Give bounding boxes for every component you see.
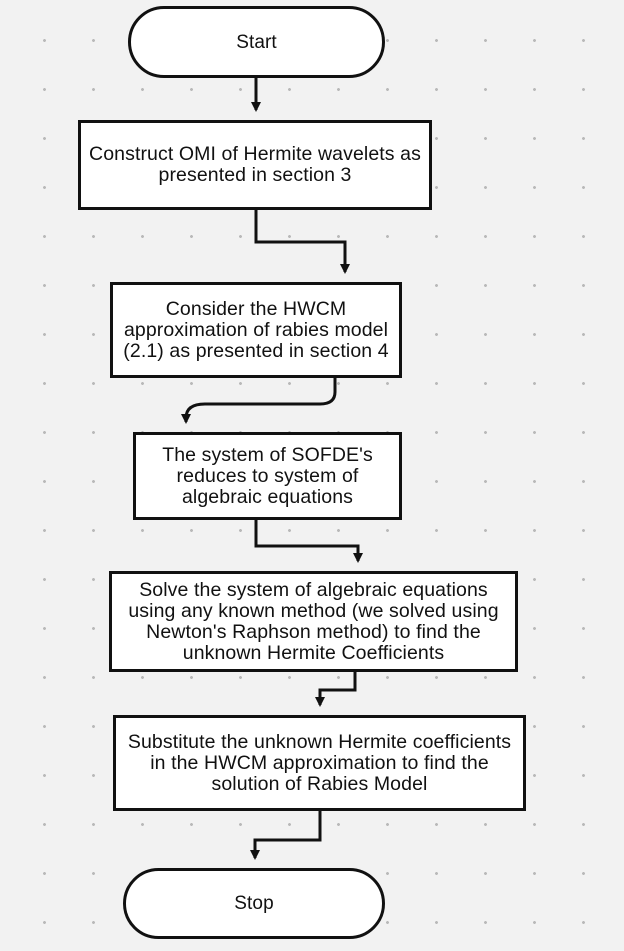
step-1-text: Construct OMI of Hermite wavelets as pre…	[89, 143, 421, 186]
process-step-solve-system: Solve the system of algebraic equations …	[109, 571, 518, 672]
process-step-construct-omi: Construct OMI of Hermite wavelets as pre…	[78, 120, 432, 210]
start-terminal: Start	[128, 6, 385, 78]
step-2-text: Consider the HWCM approximation of rabie…	[123, 297, 389, 362]
stop-terminal: Stop	[123, 868, 385, 939]
process-step-hwcm-approximation: Consider the HWCM approximation of rabie…	[110, 282, 402, 378]
connector-s4-to-s5	[315, 672, 357, 707]
connector-s2-to-s3	[181, 378, 337, 424]
connector-s1-to-s2	[254, 210, 350, 274]
stop-label: Stop	[234, 893, 274, 914]
step-5-text: Substitute the unknown Hermite coefficie…	[127, 730, 512, 795]
process-step-sofde-reduction: The system of SOFDE's reduces to system …	[133, 432, 402, 520]
connector-s5-to-stop	[250, 811, 322, 860]
process-step-substitute-coefficients: Substitute the unknown Hermite coefficie…	[113, 715, 526, 811]
start-label: Start	[236, 31, 277, 53]
step-4-text: Solve the system of algebraic equations …	[128, 578, 499, 664]
connector-s3-to-s4	[254, 520, 363, 563]
step-3-text: The system of SOFDE's reduces to system …	[162, 443, 373, 508]
